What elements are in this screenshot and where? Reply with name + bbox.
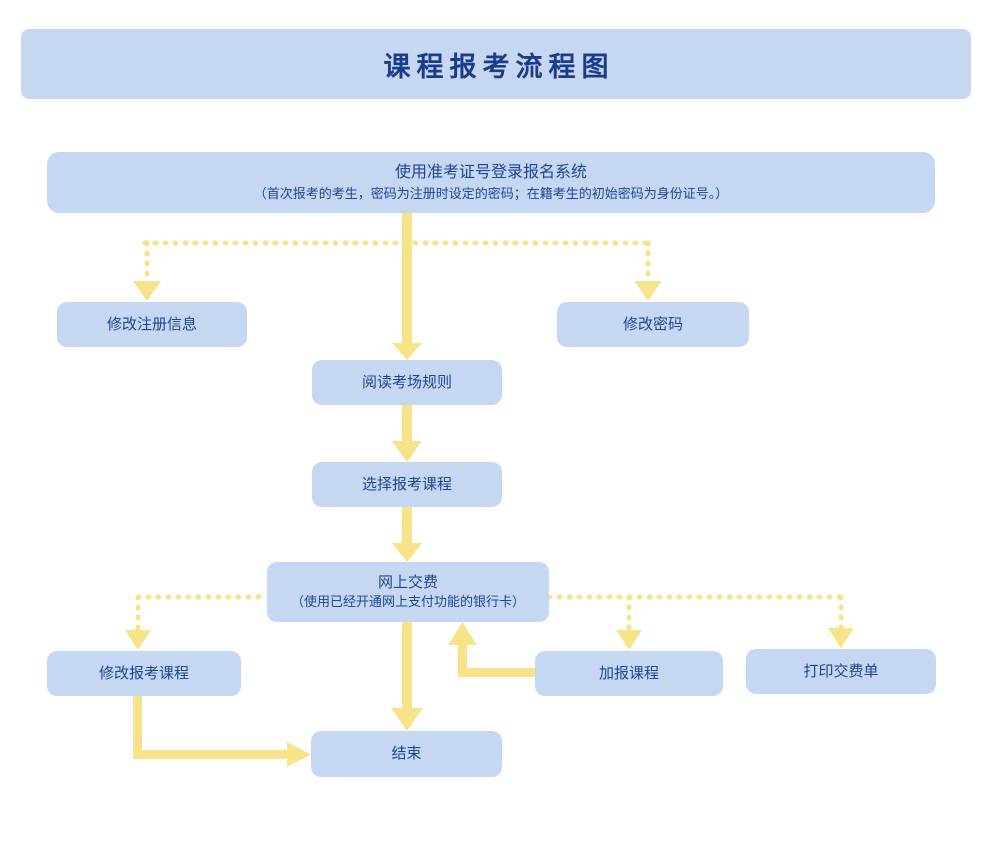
connector-payment-branch-bus-right xyxy=(546,594,854,650)
node-read-rules-title: 阅读考场规则 xyxy=(361,373,452,391)
connector-edit-courses-to-end xyxy=(133,696,311,767)
node-edit-password[interactable]: 修改密码 xyxy=(557,302,749,347)
connector-login-to-edit-password xyxy=(634,240,662,301)
node-login-subtitle: （首次报考的考生，密码为注册时设定的密码；在籍考生的初始密码为身份证号。） xyxy=(253,185,729,201)
node-select-courses-title: 选择报考课程 xyxy=(361,475,452,493)
node-edit-registration-title: 修改注册信息 xyxy=(106,315,197,333)
node-online-payment-subtitle: （使用已经开通网上支付功能的银行卡） xyxy=(290,594,525,610)
connector-select-to-payment xyxy=(392,507,422,562)
connector-login-to-rules xyxy=(392,213,422,360)
node-print-receipt[interactable]: 打印交费单 xyxy=(746,649,936,694)
node-edit-courses[interactable]: 修改报考课程 xyxy=(47,651,241,696)
node-edit-registration[interactable]: 修改注册信息 xyxy=(57,302,247,347)
node-online-payment[interactable]: 网上交费 （使用已经开通网上支付功能的银行卡） xyxy=(267,562,549,622)
node-edit-password-title: 修改密码 xyxy=(622,315,683,333)
node-end[interactable]: 结束 xyxy=(311,731,502,777)
node-edit-courses-title: 修改报考课程 xyxy=(98,664,189,682)
node-add-courses-title: 加报课程 xyxy=(598,664,659,682)
page-title: 课程报考流程图 xyxy=(383,51,615,82)
node-select-courses[interactable]: 选择报考课程 xyxy=(312,462,502,507)
node-login-title: 使用准考证号登录报名系统 xyxy=(394,164,587,182)
connector-login-to-edit-registration xyxy=(133,240,161,301)
title-banner: 课程报考流程图 xyxy=(21,29,971,99)
node-add-courses[interactable]: 加报课程 xyxy=(535,651,723,696)
node-read-rules[interactable]: 阅读考场规则 xyxy=(312,360,502,405)
connector-payment-branch-bus-left xyxy=(125,594,270,650)
connector-payment-to-end xyxy=(391,622,423,731)
node-end-title: 结束 xyxy=(391,745,422,763)
node-print-receipt-title: 打印交费单 xyxy=(803,662,879,680)
connector-add-courses-to-payment xyxy=(448,622,537,677)
node-online-payment-title: 网上交费 xyxy=(377,573,438,591)
node-login[interactable]: 使用准考证号登录报名系统 （首次报考的考生，密码为注册时设定的密码；在籍考生的初… xyxy=(47,152,935,213)
connector-rules-to-select xyxy=(392,405,422,462)
